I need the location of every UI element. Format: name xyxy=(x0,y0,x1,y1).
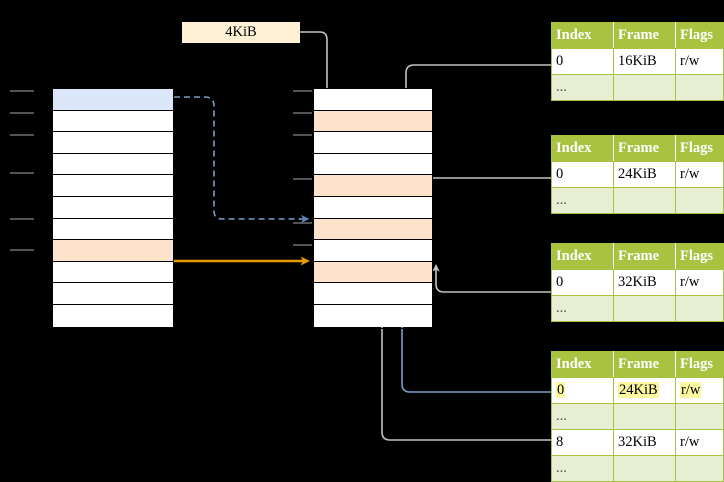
virtual-page-cell xyxy=(53,110,173,133)
cell-flags: r/w xyxy=(675,161,724,188)
middle-tick-marks xyxy=(293,90,312,246)
virtual-page-cell xyxy=(53,153,173,176)
connector-table3-to-frame xyxy=(432,263,552,293)
cell-flags: r/w xyxy=(675,269,724,296)
cell-index: ... xyxy=(551,74,614,101)
column-header-frame: Frame xyxy=(613,135,676,162)
table-row: ... xyxy=(551,187,724,214)
cell-frame xyxy=(613,187,676,214)
highlighted-value: r/w xyxy=(680,382,702,398)
highlighted-value: 0 xyxy=(556,382,566,398)
column-header-frame: Frame xyxy=(613,351,676,378)
virtual-page-cell xyxy=(53,218,173,241)
cell-index: ... xyxy=(551,187,614,214)
physical-frame-cell xyxy=(314,153,432,176)
virtual-page-cell xyxy=(53,261,173,284)
physical-frame-cell xyxy=(314,197,432,219)
physical-frame-cell xyxy=(314,110,432,133)
column-header-frame: Frame xyxy=(613,22,676,49)
connector-table4-row8-to-frame xyxy=(378,263,552,441)
virtual-page-cell xyxy=(53,240,173,262)
virtual-page-cell xyxy=(53,283,173,306)
table-row: ... xyxy=(551,295,724,322)
virtual-address-space-column xyxy=(52,88,174,329)
column-header-index: Index xyxy=(551,351,614,378)
connector-size-to-frame xyxy=(300,31,331,117)
size-label-4kib: 4KiB xyxy=(182,22,300,43)
physical-frame-cell xyxy=(314,240,432,262)
cell-flags xyxy=(675,455,724,482)
cell-frame xyxy=(613,74,676,101)
cell-flags: r/w xyxy=(675,429,724,456)
cell-flags: r/w xyxy=(675,48,724,75)
cell-flags xyxy=(675,295,724,322)
cell-index: 0 xyxy=(551,269,614,296)
cell-index: 8 xyxy=(551,429,614,456)
cell-flags xyxy=(675,403,724,430)
physical-frame-cell xyxy=(314,175,432,198)
cell-flags xyxy=(675,187,724,214)
cell-index: ... xyxy=(551,403,614,430)
table-row: ... xyxy=(551,455,724,482)
cell-frame xyxy=(613,295,676,322)
physical-memory-column xyxy=(313,88,433,329)
cell-frame: 24KiB xyxy=(613,161,676,188)
cell-index: 0 xyxy=(551,161,614,188)
column-header-frame: Frame xyxy=(613,243,676,270)
cell-index: 0 xyxy=(551,377,614,404)
virtual-page-cell xyxy=(53,305,173,327)
cell-frame: 24KiB xyxy=(613,377,676,404)
cell-frame: 16KiB xyxy=(613,48,676,75)
virtual-page-cell xyxy=(53,89,173,111)
cell-frame xyxy=(613,455,676,482)
virtual-page-cell xyxy=(53,175,173,198)
physical-frame-cell xyxy=(314,132,432,154)
physical-frame-cell xyxy=(314,261,432,284)
physical-frame-cell xyxy=(314,218,432,241)
column-header-flags: Flags xyxy=(675,22,724,49)
column-header-index: Index xyxy=(551,135,614,162)
table-row: 0 24KiB r/w xyxy=(551,377,724,404)
cell-flags xyxy=(675,74,724,101)
physical-frame-cell xyxy=(314,89,432,111)
physical-frame-cell xyxy=(314,283,432,306)
cell-index: 0 xyxy=(551,48,614,75)
column-header-flags: Flags xyxy=(675,351,724,378)
connector-virt-to-phys-dashed xyxy=(174,96,310,224)
column-header-flags: Flags xyxy=(675,243,724,270)
cell-index: ... xyxy=(551,455,614,482)
virtual-page-cell xyxy=(53,197,173,219)
physical-frame-cell xyxy=(314,305,432,327)
column-header-index: Index xyxy=(551,22,614,49)
table-row: ... xyxy=(551,74,724,101)
cell-frame: 32KiB xyxy=(613,269,676,296)
connector-table1-to-frame xyxy=(402,64,552,183)
table-row: ... xyxy=(551,403,724,430)
column-header-index: Index xyxy=(551,243,614,270)
left-tick-marks xyxy=(10,90,34,251)
connector-table4-row0-to-frame xyxy=(397,217,552,393)
highlighted-value: 24KiB xyxy=(618,382,659,398)
cell-index: ... xyxy=(551,295,614,322)
column-header-flags: Flags xyxy=(675,135,724,162)
cell-flags: r/w xyxy=(675,377,724,404)
cell-frame xyxy=(613,403,676,430)
connector-table2-to-frame xyxy=(412,177,552,227)
virtual-page-cell xyxy=(53,132,173,154)
cell-frame: 32KiB xyxy=(613,429,676,456)
